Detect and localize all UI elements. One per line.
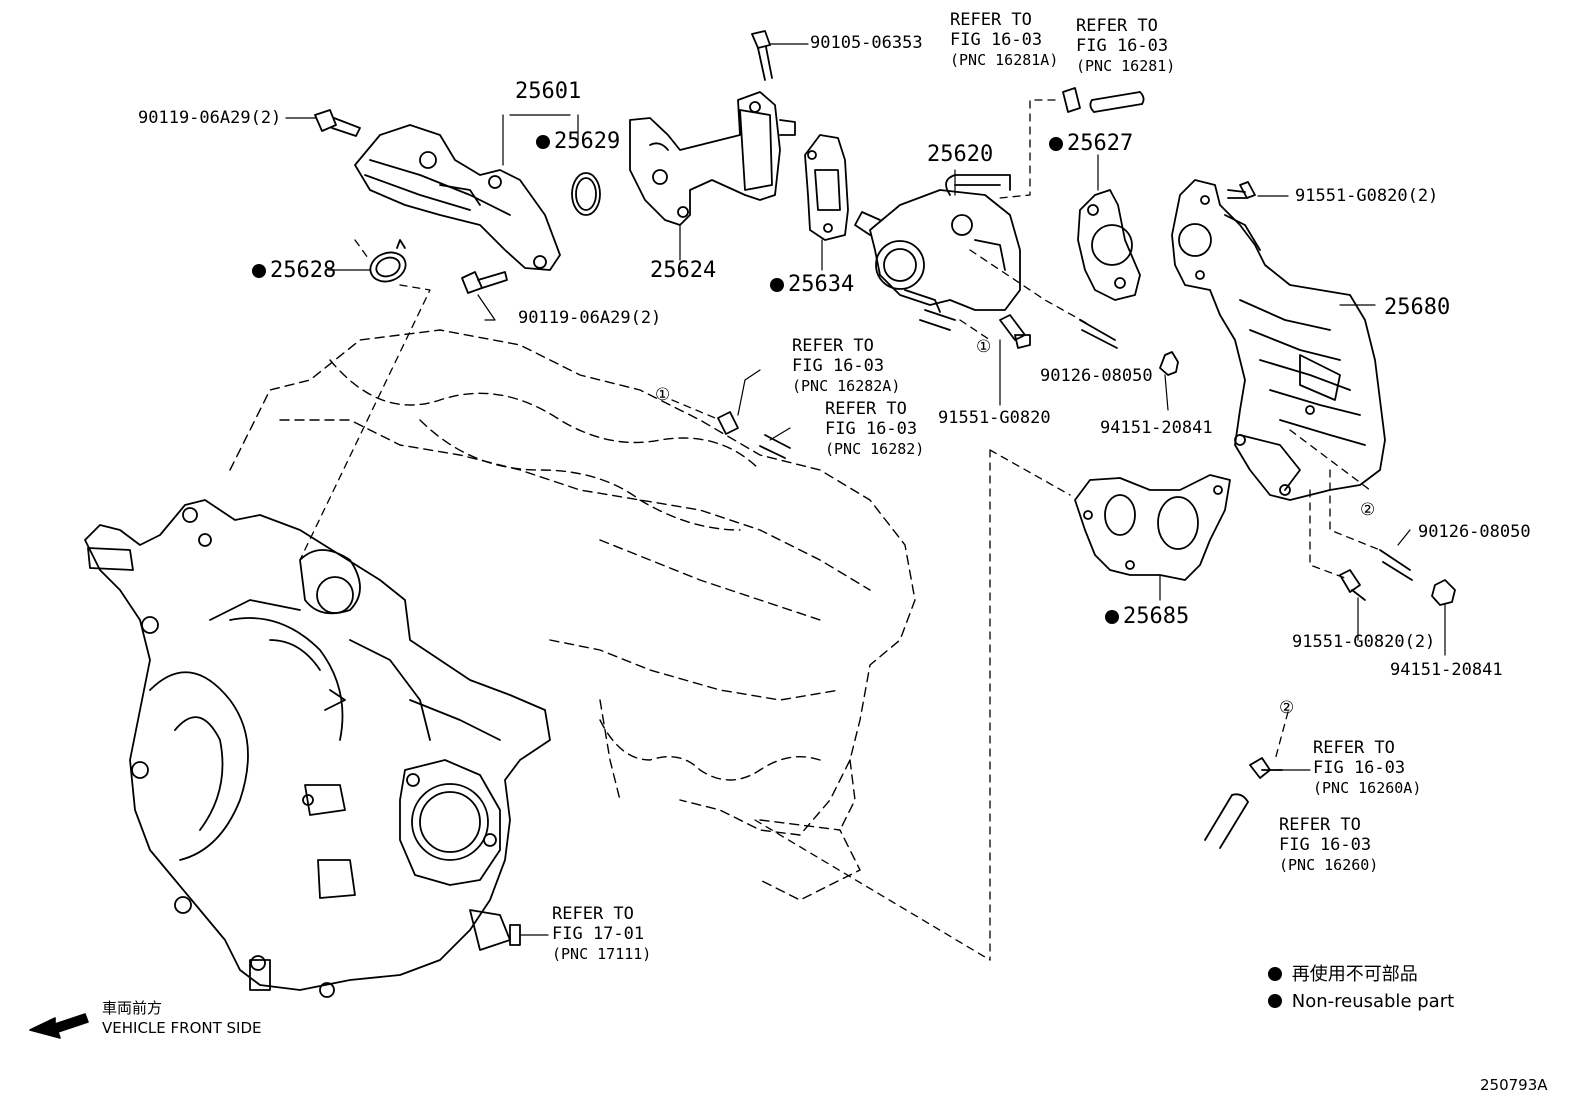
front-side-english: VEHICLE FRONT SIDE bbox=[102, 1019, 262, 1037]
egr-valve-25620-drawing bbox=[854, 174, 1021, 331]
refer-16282[interactable]: REFER TO FIG 16-03 (PNC 16282) bbox=[825, 399, 925, 458]
fastener-90105-06353[interactable]: 90105-06353 bbox=[810, 33, 923, 53]
fastener-91551-bottom[interactable]: 91551-G0820(2) bbox=[1292, 632, 1436, 652]
part-number-25620[interactable]: 25620 bbox=[927, 142, 994, 167]
legend-japanese: 再使用不可部品 bbox=[1268, 965, 1418, 985]
refer-16281a[interactable]: REFER TO FIG 16-03 (PNC 16281A) bbox=[950, 10, 1059, 69]
nut-94151-right[interactable]: 94151-20841 bbox=[1390, 660, 1503, 680]
front-side-japanese: 車両前方 bbox=[102, 999, 163, 1017]
marker-two: ② bbox=[1360, 500, 1376, 520]
front-arrow-icon bbox=[29, 1013, 89, 1039]
non-reusable-dot-icon bbox=[770, 278, 784, 292]
part-number-25624[interactable]: 25624 bbox=[650, 258, 717, 283]
part-number-25628[interactable]: 25628 bbox=[252, 258, 336, 284]
non-reusable-dot-icon bbox=[1268, 994, 1282, 1008]
egr-pipe-25601-drawing bbox=[314, 109, 601, 294]
intake-manifold-drawing bbox=[84, 499, 551, 998]
stud-90126-right[interactable]: 90126-08050 bbox=[1418, 522, 1531, 542]
fastener-90119-bottom[interactable]: 90119-06A29(2) bbox=[518, 308, 662, 328]
studs-nuts-right-drawing bbox=[1339, 549, 1456, 606]
gasket-25627-drawing bbox=[1077, 189, 1141, 301]
part-number-25680[interactable]: 25680 bbox=[1384, 295, 1451, 320]
non-reusable-dot-icon bbox=[1105, 610, 1119, 624]
fastener-90119-top[interactable]: 90119-06A29(2) bbox=[138, 108, 282, 128]
refer-16281[interactable]: REFER TO FIG 16-03 (PNC 16281) bbox=[1076, 16, 1176, 75]
engine-block-outline bbox=[229, 329, 916, 901]
part-number-25627[interactable]: 25627 bbox=[1049, 131, 1133, 157]
refer-16282a[interactable]: REFER TO FIG 16-03 (PNC 16282A) bbox=[792, 336, 901, 395]
hose-16281-drawing bbox=[1062, 87, 1145, 113]
egr-pipe-25624-drawing bbox=[629, 30, 849, 241]
non-reusable-dot-icon bbox=[536, 135, 550, 149]
gasket-25685-drawing bbox=[1074, 474, 1231, 581]
non-reusable-dot-icon bbox=[1049, 137, 1063, 151]
fastener-91551-top[interactable]: 91551-G0820(2) bbox=[1295, 186, 1439, 206]
studs-nuts-mid-drawing bbox=[999, 314, 1179, 376]
part-number-25601[interactable]: 25601 bbox=[515, 79, 582, 104]
hose-16282-drawing bbox=[717, 411, 791, 459]
egr-cooler-25680-drawing bbox=[1171, 179, 1386, 501]
stud-90126-mid[interactable]: 90126-08050 bbox=[1040, 366, 1153, 386]
refer-16260[interactable]: REFER TO FIG 16-03 (PNC 16260) bbox=[1279, 815, 1379, 874]
non-reusable-dot-icon bbox=[252, 264, 266, 278]
non-reusable-dot-icon bbox=[1268, 967, 1282, 981]
marker-one: ① bbox=[655, 385, 671, 405]
refer-16260a[interactable]: REFER TO FIG 16-03 (PNC 16260A) bbox=[1313, 738, 1422, 797]
refer-17111[interactable]: REFER TO FIG 17-01 (PNC 17111) bbox=[552, 904, 652, 963]
part-number-25634[interactable]: 25634 bbox=[770, 272, 854, 298]
part-number-25685[interactable]: 25685 bbox=[1105, 604, 1189, 630]
figure-id: 250793A bbox=[1480, 1076, 1548, 1094]
hose-16260-drawing bbox=[1204, 757, 1283, 849]
dashed-connectors bbox=[299, 99, 1381, 961]
part-number-25629[interactable]: 25629 bbox=[536, 129, 620, 155]
marker-one: ① bbox=[976, 337, 992, 357]
legend-english: Non-reusable part bbox=[1268, 992, 1454, 1012]
marker-two: ② bbox=[1279, 698, 1295, 718]
leader-lines bbox=[285, 43, 1446, 936]
nut-94151-mid[interactable]: 94151-20841 bbox=[1100, 418, 1213, 438]
fastener-91551-mid[interactable]: 91551-G0820 bbox=[938, 408, 1051, 428]
